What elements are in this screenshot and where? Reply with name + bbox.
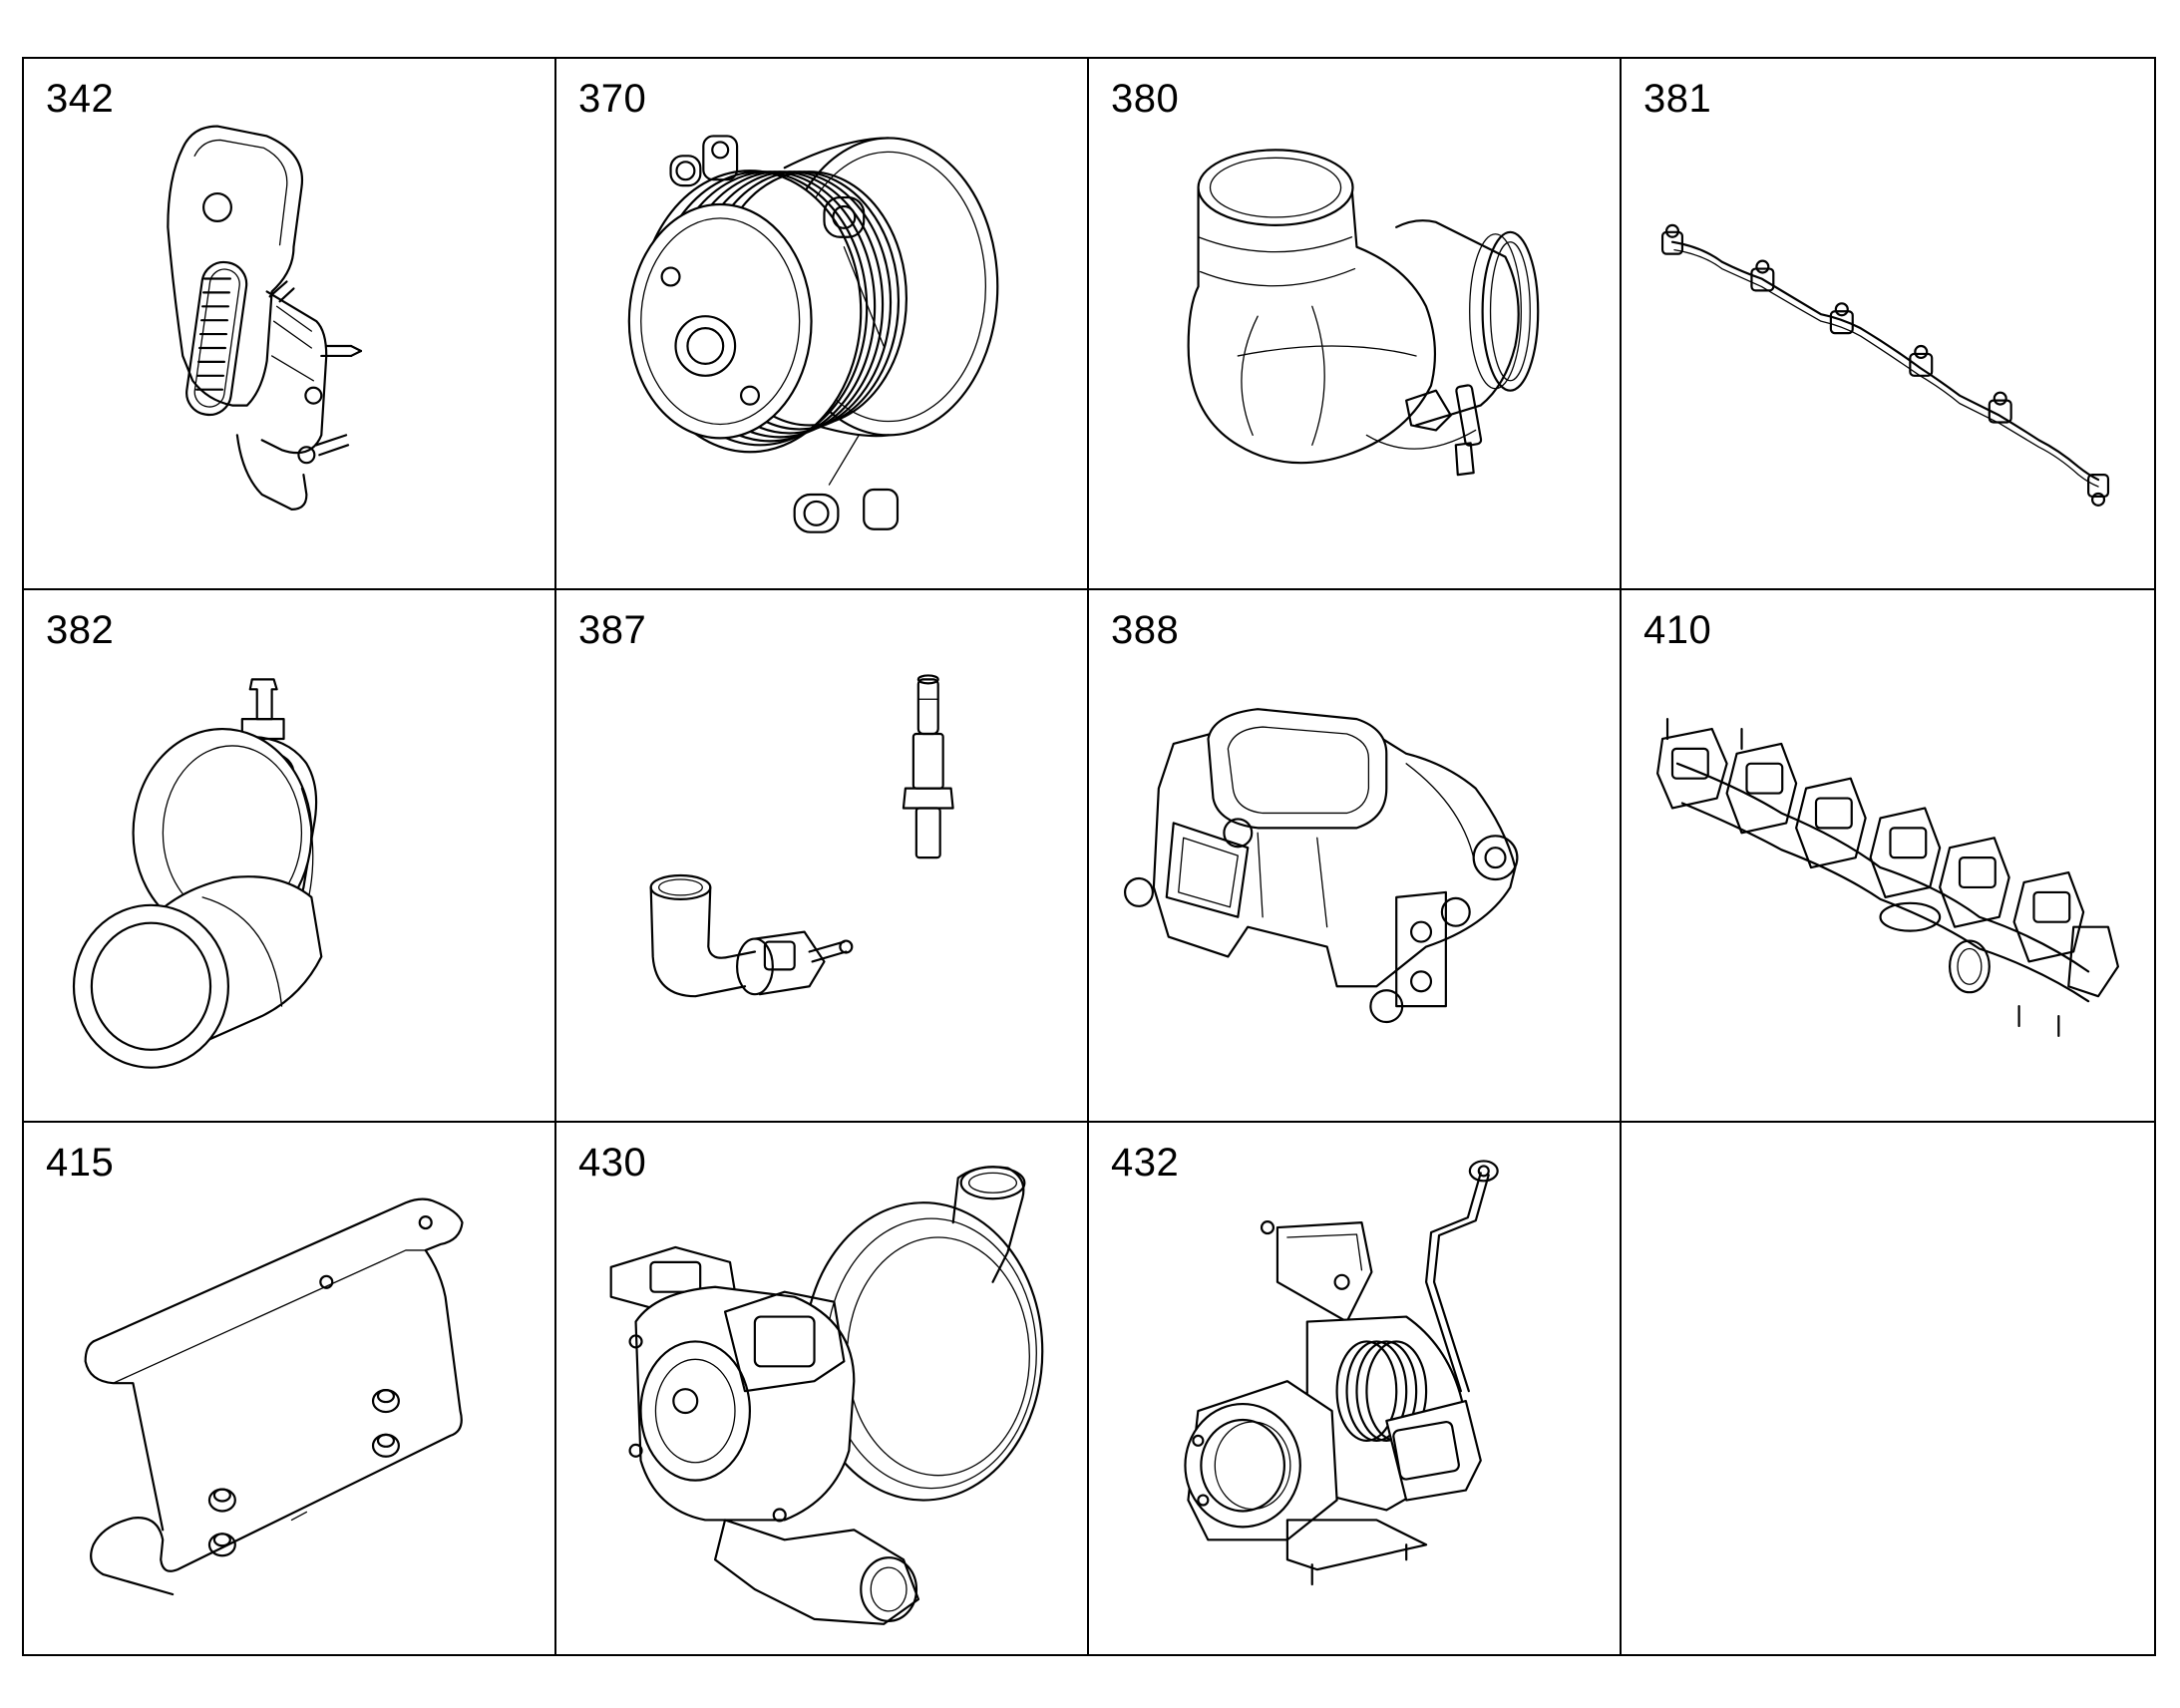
part-number: 382 (46, 608, 115, 653)
part-cell-342[interactable]: 342 (24, 59, 556, 591)
part-number: 380 (1111, 77, 1180, 121)
part-number: 381 (1643, 77, 1712, 121)
part-cell-382[interactable]: 382 (24, 590, 556, 1123)
timing-cover-icon (167, 125, 363, 511)
part-cell-387[interactable]: 387 (556, 590, 1089, 1123)
part-number: 370 (578, 77, 647, 121)
part-number: 342 (46, 77, 115, 121)
part-cell-388[interactable]: 388 (1089, 590, 1622, 1123)
turbocharger-icon (609, 1165, 1044, 1625)
exhaust-manifold-icon (1656, 718, 2119, 1038)
empty-cell (1622, 1123, 2154, 1654)
part-cell-415[interactable]: 415 (24, 1122, 556, 1654)
part-number: 387 (578, 608, 647, 653)
part-number: 430 (578, 1140, 647, 1185)
turbo-actuator-assembly-icon (1184, 1160, 1499, 1585)
elbow-connector-icon (72, 678, 323, 1070)
parts-grid: 342 370 (22, 57, 2156, 1656)
part-cell-432[interactable]: 432 (1089, 1122, 1622, 1654)
part-cell-381[interactable]: 381 (1622, 59, 2154, 591)
wiring-harness-icon (1660, 223, 2110, 507)
part-cell-430[interactable]: 430 (556, 1122, 1089, 1654)
part-number: 388 (1111, 608, 1180, 653)
heat-shield-icon (84, 1197, 464, 1595)
valve-housing-icon (1123, 708, 1519, 1024)
part-number: 432 (1111, 1140, 1180, 1185)
part-cell-410[interactable]: 410 (1622, 590, 2154, 1123)
part-number: 410 (1643, 608, 1712, 653)
part-cell-370[interactable]: 370 (556, 59, 1089, 591)
part-number: 415 (46, 1140, 115, 1185)
sensor-and-elbow-icon (649, 674, 954, 998)
water-pump-pulley-icon (627, 135, 999, 533)
part-cell-380[interactable]: 380 (1089, 59, 1622, 591)
elbow-housing-icon (1187, 149, 1540, 477)
